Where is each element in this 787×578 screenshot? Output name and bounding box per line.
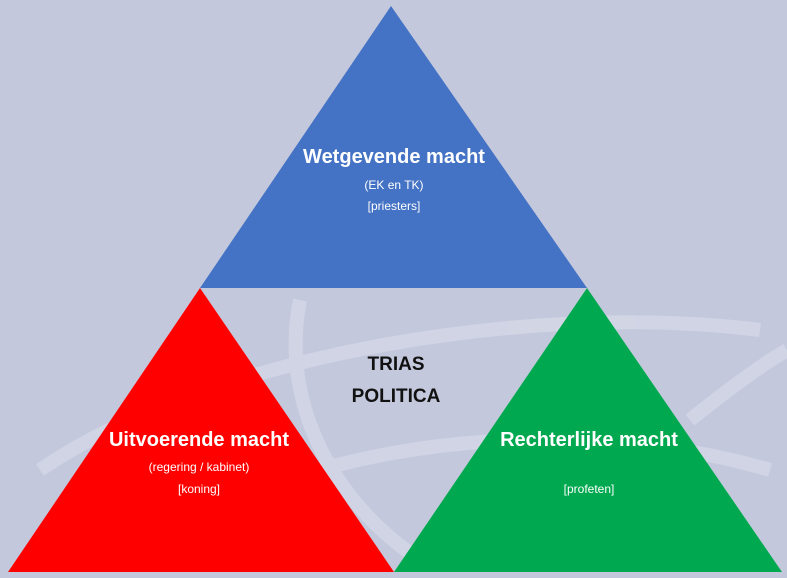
top-triangle-shape [200, 6, 587, 288]
left-triangle-line2: [koning] [177, 482, 221, 496]
left-triangle-line1: (regering / kabinet) [148, 460, 250, 474]
top-triangle-line1: (EK en TK) [364, 178, 424, 192]
center-label-line2: POLITICA [351, 386, 441, 407]
center-label-line1: TRIAS [367, 354, 425, 375]
top-triangle-title: Wetgevende macht [303, 146, 485, 168]
left-triangle-title: Uitvoerende macht [108, 429, 290, 451]
right-triangle-line2: [profeten] [563, 482, 615, 496]
right-triangle-title: Rechterlijke macht [500, 429, 678, 451]
top-triangle-line2: [priesters] [367, 199, 421, 213]
right-triangle-shape [394, 288, 782, 572]
left-triangle-shape [8, 288, 394, 572]
